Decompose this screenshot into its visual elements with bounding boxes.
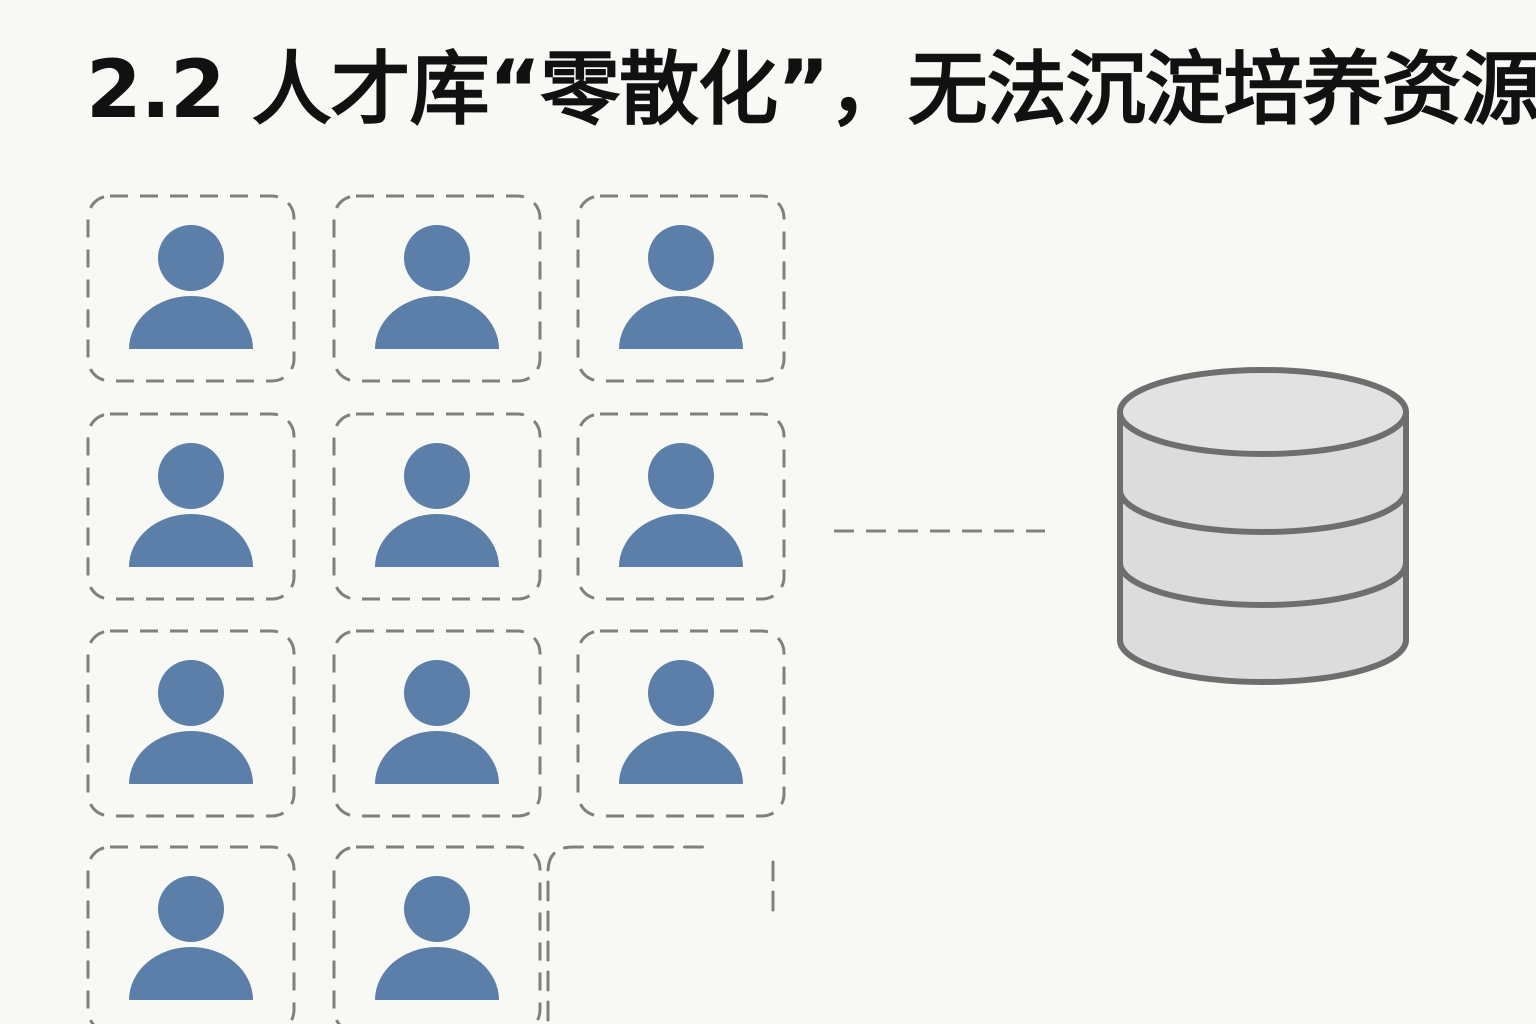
person-icon	[129, 876, 253, 1000]
person-card	[332, 412, 542, 601]
person-body	[129, 514, 253, 567]
person-icon	[129, 660, 253, 784]
person-head	[404, 225, 470, 291]
person-card	[576, 629, 786, 818]
person-body	[129, 731, 253, 784]
person-icon	[619, 443, 743, 567]
person-body	[129, 947, 253, 1000]
person-head	[648, 225, 714, 291]
person-head	[158, 225, 224, 291]
person-body	[375, 514, 499, 567]
person-body	[375, 947, 499, 1000]
person-head	[404, 876, 470, 942]
person-body	[375, 731, 499, 784]
person-card-border	[86, 412, 296, 601]
person-body	[375, 296, 499, 349]
page-title: 2.2 人才库“零散化”，无法沉淀培养资源	[86, 43, 1536, 136]
person-icon	[129, 225, 253, 349]
person-body	[129, 296, 253, 349]
person-card-border	[332, 412, 542, 601]
person-card	[86, 845, 296, 1024]
incomplete-cell-border	[546, 845, 712, 1022]
person-head	[158, 443, 224, 509]
person-head	[648, 660, 714, 726]
person-card	[332, 845, 542, 1024]
person-icon	[619, 225, 743, 349]
person-icon	[375, 225, 499, 349]
person-card-border	[86, 194, 296, 383]
person-card	[576, 412, 786, 601]
person-head	[158, 876, 224, 942]
person-head	[404, 660, 470, 726]
person-card-border	[332, 845, 542, 1024]
person-card-border	[576, 194, 786, 383]
person-card	[86, 629, 296, 818]
person-card-border	[86, 629, 296, 818]
person-card-border	[86, 845, 296, 1024]
person-card	[332, 194, 542, 383]
person-card	[86, 412, 296, 601]
person-body	[619, 296, 743, 349]
person-icon	[375, 443, 499, 567]
database-icon	[1117, 367, 1409, 685]
person-body	[619, 731, 743, 784]
person-icon	[619, 660, 743, 784]
person-head	[158, 660, 224, 726]
person-head	[404, 443, 470, 509]
talent-grid	[86, 194, 786, 1024]
person-icon	[375, 876, 499, 1000]
person-card-border	[332, 629, 542, 818]
person-body	[619, 514, 743, 567]
person-card-border	[576, 412, 786, 601]
person-head	[648, 443, 714, 509]
person-card	[576, 194, 786, 383]
person-card	[86, 194, 296, 383]
person-card-border	[576, 629, 786, 818]
person-icon	[375, 660, 499, 784]
person-icon	[129, 443, 253, 567]
incomplete-cell	[546, 845, 775, 1022]
person-card	[332, 629, 542, 818]
person-card-border	[332, 194, 542, 383]
